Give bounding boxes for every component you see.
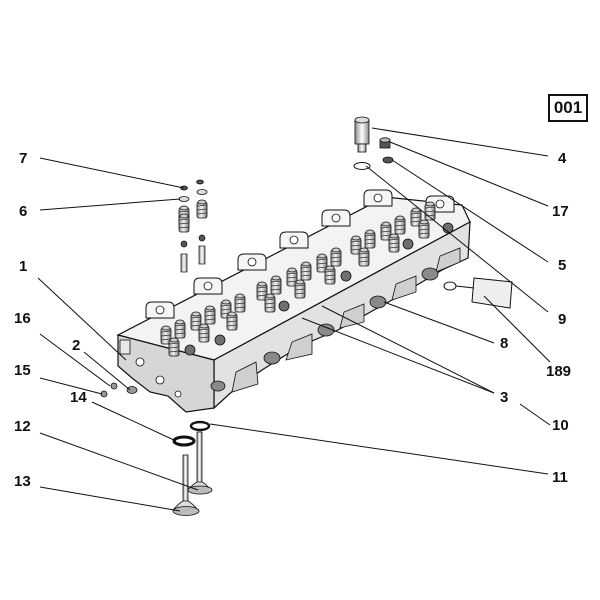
part-plug-2	[126, 386, 138, 394]
part-spring-stack	[178, 179, 208, 273]
page-number-badge: 001	[548, 94, 588, 122]
part-seal-14	[172, 435, 196, 447]
part-valve-13	[172, 454, 200, 516]
callout-9: 9	[558, 311, 566, 328]
callout-12: 12	[14, 418, 31, 435]
part-cap	[379, 137, 391, 149]
callout-10: 10	[552, 417, 569, 434]
callout-8: 8	[500, 335, 508, 352]
callout-labels: 7 6 1 16 2 15 14 12 13 4 17 5 9 8 189 3 …	[14, 150, 571, 490]
part-o-ring	[353, 162, 371, 170]
callout-3: 3	[500, 389, 508, 406]
part-sleeve	[354, 116, 370, 153]
callout-16: 16	[14, 310, 31, 327]
part-bracket	[443, 277, 513, 309]
callout-4: 4	[558, 150, 567, 167]
callout-189: 189	[546, 363, 571, 380]
callout-13: 13	[14, 473, 31, 490]
callout-1: 1	[19, 258, 27, 275]
callout-7: 7	[19, 150, 27, 167]
part-seal-11	[189, 420, 211, 432]
callout-5: 5	[558, 257, 566, 274]
cylinder-head	[116, 189, 471, 413]
part-washer	[382, 156, 394, 164]
callout-11: 11	[552, 469, 568, 486]
callout-2: 2	[72, 337, 80, 354]
callout-6: 6	[19, 203, 27, 220]
callout-17: 17	[552, 203, 569, 220]
part-plug-16	[110, 382, 118, 390]
callout-14: 14	[70, 389, 87, 406]
callout-15: 15	[14, 362, 31, 379]
leader-lines	[37, 127, 551, 512]
